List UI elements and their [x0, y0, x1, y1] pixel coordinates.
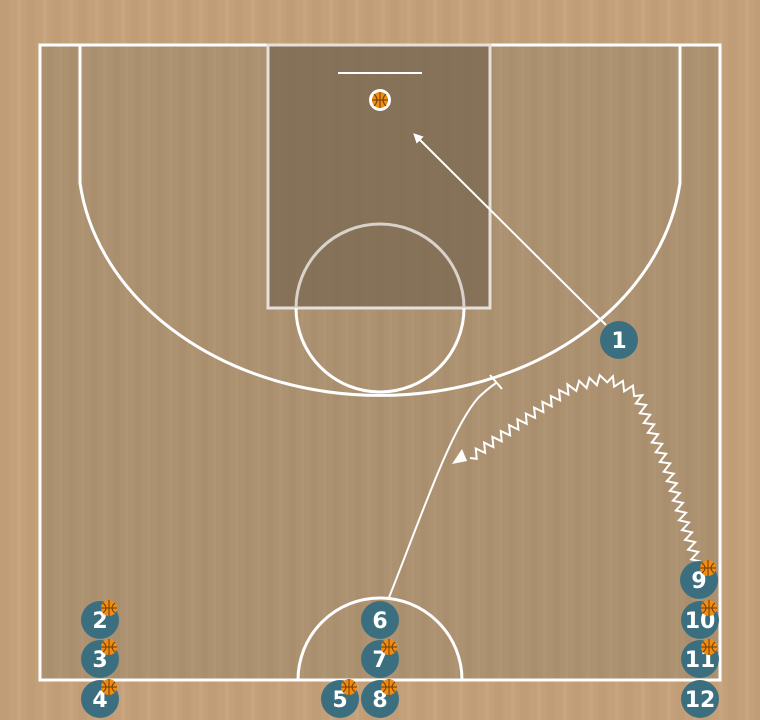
player-3[interactable]: 3 — [81, 639, 119, 678]
player-6[interactable]: 6 — [361, 601, 399, 639]
player-4[interactable]: 4 — [81, 679, 119, 718]
basketball-icon — [101, 600, 117, 616]
player-label: 8 — [372, 688, 387, 713]
player-label: 4 — [92, 688, 107, 713]
players: 1 2 3 4 — [81, 321, 719, 718]
free-throw-circle-top — [294, 222, 466, 309]
player-11[interactable]: 11 — [681, 639, 719, 678]
screen-bar — [489, 374, 503, 390]
player-12[interactable]: 12 — [681, 680, 719, 718]
player-label: 3 — [92, 648, 107, 673]
screen-path — [387, 382, 497, 601]
dribble-arrowhead — [452, 449, 467, 464]
player-label: 1 — [611, 329, 626, 354]
player-10[interactable]: 10 — [681, 600, 719, 639]
free-throw-circle-bottom — [294, 307, 466, 394]
player-label: 2 — [92, 609, 107, 634]
player-7[interactable]: 7 — [361, 639, 399, 678]
basketball-icon — [101, 679, 117, 695]
action-lines — [387, 133, 702, 601]
player-label: 9 — [691, 569, 706, 594]
player-2[interactable]: 2 — [81, 600, 119, 639]
lane-lines — [266, 43, 492, 310]
basketball-icon — [700, 560, 716, 576]
center-circle — [296, 596, 464, 681]
player-1[interactable]: 1 — [600, 321, 638, 359]
player-label: 5 — [332, 688, 347, 713]
basketball-icon — [381, 679, 397, 695]
player-label: 7 — [372, 648, 387, 673]
basketball-icon — [701, 639, 717, 655]
basketball-icon — [372, 92, 388, 108]
player-9[interactable]: 9 — [680, 560, 718, 599]
dribble-path — [469, 373, 702, 563]
player-label: 6 — [372, 609, 387, 634]
hoop — [369, 89, 391, 111]
cut-arrow — [413, 133, 607, 326]
basketball-icon — [381, 639, 397, 655]
player-label: 12 — [685, 688, 716, 713]
basketball-icon — [101, 639, 117, 655]
three-point-line — [78, 45, 682, 397]
player-5[interactable]: 5 — [321, 679, 359, 718]
player-8[interactable]: 8 — [361, 679, 399, 718]
basketball-icon — [341, 679, 357, 695]
basketball-icon — [701, 600, 717, 616]
